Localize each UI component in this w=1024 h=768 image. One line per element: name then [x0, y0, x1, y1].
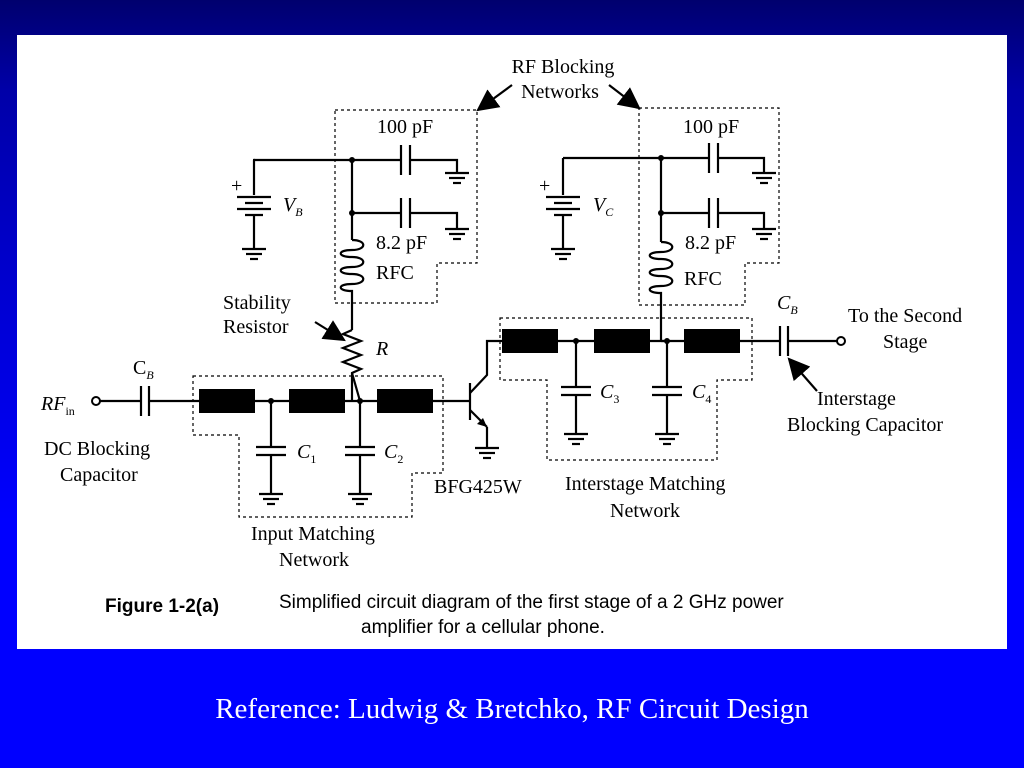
stability-label-line1: Stability [223, 292, 291, 314]
battery-vc-icon [546, 190, 580, 261]
interstage-matching-box [499, 317, 753, 461]
rf-blocking-label-line2: Networks [521, 81, 599, 103]
battery-plus-right: + [539, 175, 550, 197]
input-matching-box [192, 375, 444, 518]
interstage-blocking-line2: Blocking Capacitor [787, 414, 943, 436]
cap82-right-label: 8.2 pF [685, 232, 736, 254]
tline-6 [684, 329, 740, 353]
c2-label: C2 [384, 441, 403, 466]
ground-icon [564, 432, 588, 446]
interstage-blocking-line1: Interstage [817, 388, 896, 410]
rf-in-terminal [91, 396, 101, 406]
cb-input-label: CB [133, 357, 154, 382]
cap100-right-label: 100 pF [683, 116, 739, 138]
ground-icon [655, 432, 679, 446]
rfc-left-label: RFC [376, 262, 414, 284]
output-terminal [836, 336, 846, 346]
interstage-matching-label-line1: Interstage Matching [565, 473, 726, 495]
caption-line2: amplifier for a cellular phone. [361, 617, 605, 638]
input-matching-label-line2: Network [279, 549, 349, 571]
cap82-left-label: 8.2 pF [376, 232, 427, 254]
rf-in-label: RFin [40, 393, 75, 418]
stability-label-line2: Resistor [223, 316, 289, 338]
tline-1 [199, 389, 255, 413]
figure-panel: RF Blocking Networks 100 pF 100 pF 8.2 p… [17, 35, 1007, 649]
rf-blocking-box-right [638, 107, 780, 306]
c4-label: C4 [692, 381, 711, 406]
c1-label: C1 [297, 441, 316, 466]
dc-blocking-label-line2: Capacitor [60, 464, 138, 486]
tline-5 [594, 329, 650, 353]
rf-blocking-arrow-right [608, 84, 641, 110]
cb-output-label: CB [777, 292, 798, 317]
cap100-left-label: 100 pF [377, 116, 433, 138]
interstage-blocking-arrow [787, 357, 818, 392]
ground-icon [445, 171, 469, 185]
reference-text: Reference: Ludwig & Bretchko, RF Circuit… [215, 693, 809, 725]
resistor-label: R [375, 338, 388, 360]
cap100-left-wire [410, 158, 459, 172]
transistor-icon [468, 339, 502, 460]
vb-top-wire [252, 158, 256, 190]
tline-3 [377, 389, 433, 413]
vc-label: VC [593, 194, 614, 219]
caption-line1: Simplified circuit diagram of the first … [279, 592, 784, 613]
dc-blocking-label-line1: DC Blocking [44, 438, 150, 460]
tline-4 [502, 329, 558, 353]
circuit-diagram: RF Blocking Networks 100 pF 100 pF 8.2 p… [40, 56, 962, 638]
ground-icon [348, 492, 372, 506]
ground-icon [445, 227, 469, 241]
stability-arrow [314, 320, 346, 342]
rfc-right-label: RFC [684, 268, 722, 290]
ground-icon [752, 171, 776, 185]
ground-icon [259, 492, 283, 506]
input-matching-label-line1: Input Matching [251, 523, 375, 545]
vb-label: VB [283, 194, 303, 219]
to-second-stage-line2: Stage [883, 331, 928, 353]
battery-vb-icon [237, 190, 271, 261]
rf-blocking-label-line1: RF Blocking [512, 56, 615, 78]
rf-blocking-arrow-left [476, 84, 513, 112]
tline-2 [289, 389, 345, 413]
figure-number: Figure 1-2(a) [105, 596, 219, 617]
rfc-inductor-right-icon [648, 240, 674, 299]
to-second-stage-line1: To the Second [848, 305, 962, 327]
c3-label: C3 [600, 381, 619, 406]
rfc-inductor-left-icon [339, 238, 365, 297]
ground-icon [752, 227, 776, 241]
battery-plus-left: + [231, 175, 242, 197]
interstage-matching-label-line2: Network [610, 500, 680, 522]
stability-resistor-icon [339, 328, 365, 401]
rf-blocking-box-left [334, 109, 478, 304]
transistor-label: BFG425W [434, 476, 522, 498]
